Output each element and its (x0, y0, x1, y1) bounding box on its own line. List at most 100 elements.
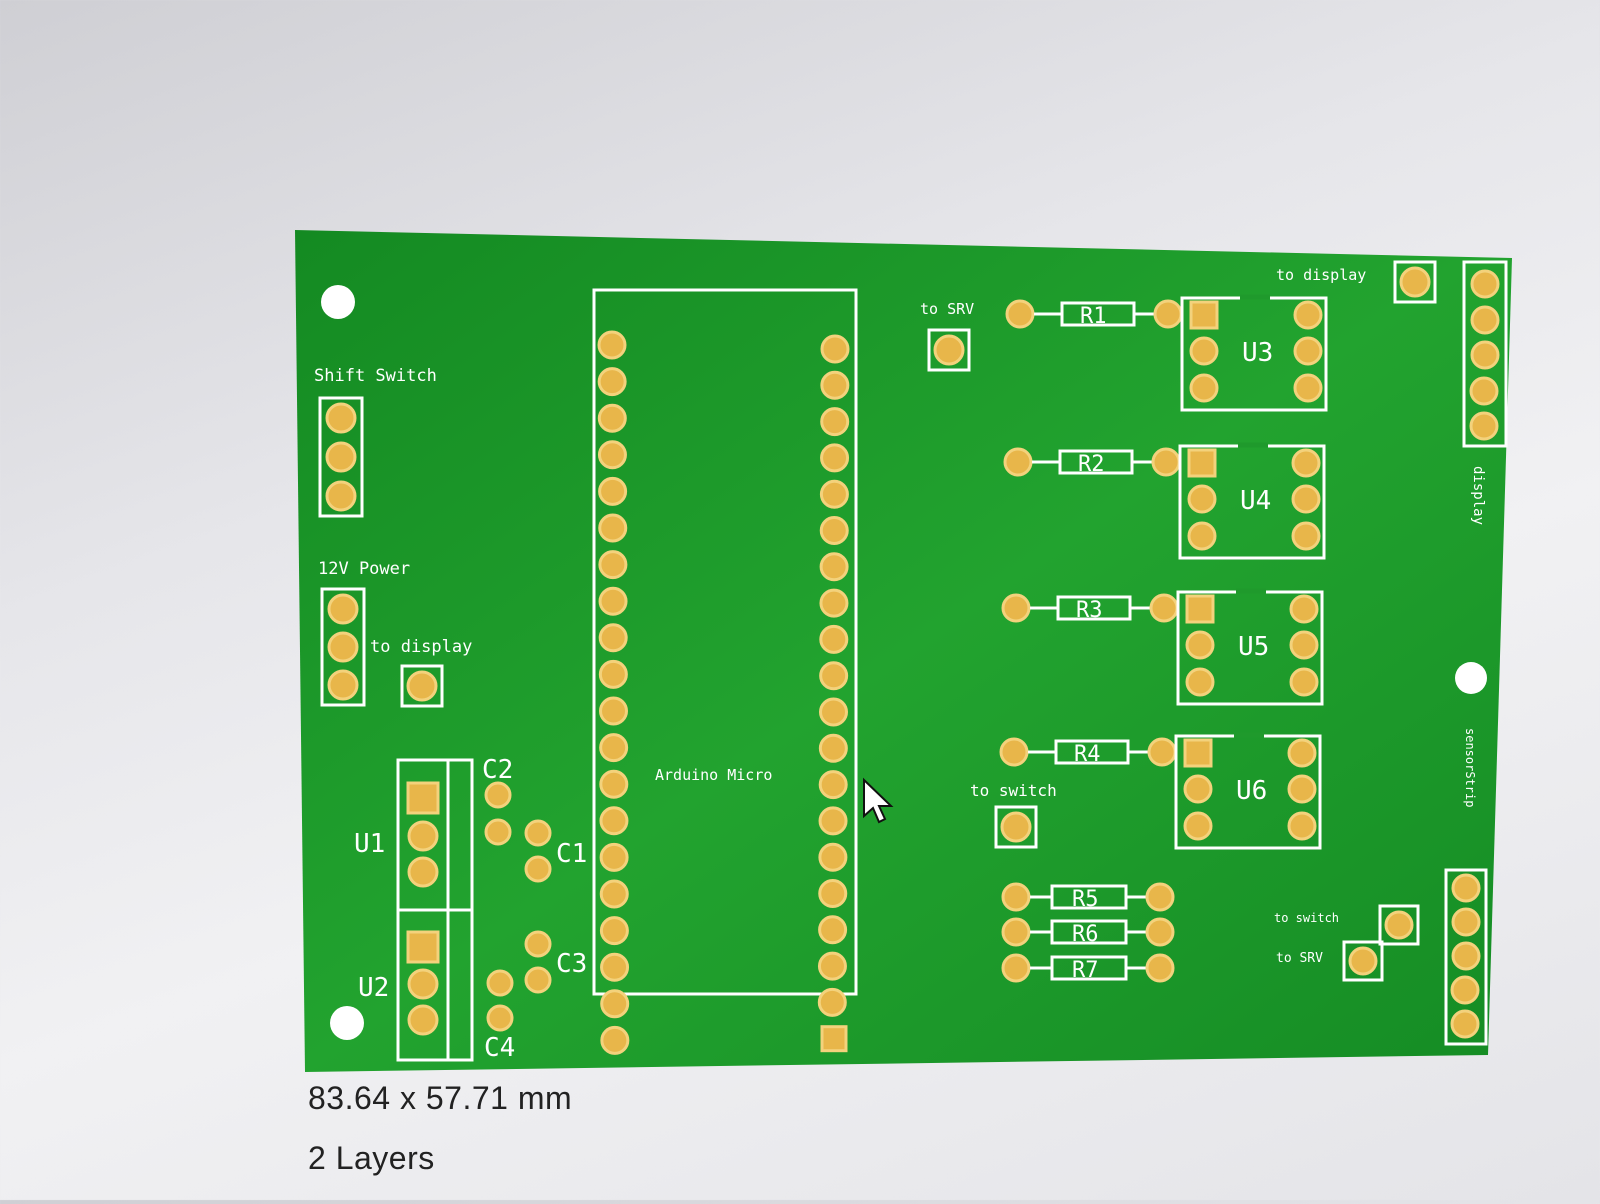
arduino-pin (598, 476, 628, 506)
chip-refdes: U5 (1238, 632, 1269, 662)
to-srv-top-outline (927, 328, 971, 372)
resistor: R5 (1001, 882, 1175, 912)
to-display-left-outline (400, 664, 444, 708)
arduino-pin (597, 330, 627, 360)
arduino-left-pins (597, 330, 630, 1055)
arduino-pin (597, 403, 627, 433)
arduino-pin (599, 696, 628, 726)
resistor-refdes: R5 (1072, 887, 1099, 912)
u1-pads (406, 781, 440, 888)
c1-pads (524, 819, 552, 883)
c4-refdes: C4 (484, 1033, 515, 1063)
resistor-refdes: R6 (1072, 922, 1099, 947)
arduino-pin (819, 552, 849, 582)
chip-refdes: U4 (1240, 486, 1271, 516)
arduino-pin (600, 1025, 630, 1055)
arduino-pin (599, 842, 629, 872)
arduino-pin (819, 479, 849, 509)
arduino-pin (817, 987, 847, 1017)
board-layers: 2 Layers (308, 1140, 435, 1176)
arduino-pin (600, 952, 630, 982)
to-srv-right-pad (1348, 946, 1378, 976)
arduino-outline (592, 288, 858, 996)
to-display-left-pad (406, 670, 438, 702)
resistor-refdes: R2 (1078, 452, 1105, 477)
to-switch-right-label: to switch (1274, 911, 1339, 925)
c4-pads (486, 969, 514, 1032)
to-display-left-label: to display (370, 637, 472, 657)
arduino-right-pins (817, 334, 850, 1053)
arduino-pin (820, 370, 850, 400)
pcb-substrate (295, 230, 1512, 1072)
arduino-pin (599, 879, 629, 909)
arduino-pin (818, 733, 848, 763)
lower-connector-pads (1450, 873, 1481, 1039)
lower-connector-outline (1444, 868, 1488, 1046)
arduino-pin (820, 407, 850, 437)
resistor-refdes: R1 (1080, 304, 1107, 329)
arduino-pin (597, 440, 627, 470)
shift-switch-outline (318, 396, 364, 518)
arduino-pin (819, 624, 849, 654)
arduino-pin (599, 733, 629, 763)
arduino-pin (598, 623, 628, 653)
to-switch-right-pad (1384, 910, 1414, 940)
c2-refdes: C2 (482, 755, 513, 785)
u2-refdes: U2 (358, 973, 389, 1003)
arduino-pin (819, 588, 849, 618)
arduino-pin (819, 697, 848, 727)
arduino-pin (598, 659, 628, 689)
c3-refdes: C3 (556, 949, 587, 979)
to-switch-mid-pad (1000, 811, 1032, 843)
arduino-pin (819, 661, 849, 691)
to-switch-mid-label: to switch (970, 781, 1057, 800)
resistor: R7 (1001, 953, 1175, 983)
to-display-top-pad (1399, 266, 1431, 298)
to-srv-right-outline (1342, 940, 1384, 982)
display-vertical-label: display (1470, 466, 1486, 525)
to-srv-top-pad (933, 334, 965, 366)
resistor-refdes: R7 (1072, 958, 1099, 983)
c2-pads (484, 781, 512, 846)
arduino-pin (599, 769, 629, 799)
to-srv-top-label: to SRV (920, 300, 974, 318)
u1-refdes: U1 (354, 829, 385, 859)
mounting-hole (321, 285, 355, 319)
mouse-pointer-icon (863, 777, 894, 824)
chip-refdes: U6 (1236, 776, 1267, 806)
arduino-pin (599, 916, 629, 946)
arduino-label: Arduino Micro (655, 766, 772, 784)
arduino-pin (598, 586, 628, 616)
to-srv-right-label: to SRV (1276, 951, 1323, 966)
resistor-refdes: R4 (1074, 742, 1101, 767)
arduino-pin (598, 550, 628, 580)
arduino-pin (817, 951, 847, 981)
power-header-pads (327, 593, 359, 701)
arduino-pin (818, 770, 848, 800)
power-header-outline (320, 587, 366, 707)
shift-switch-label: Shift Switch (314, 366, 437, 386)
shift-switch-pads (325, 402, 357, 512)
arduino-pin (820, 1025, 848, 1053)
mounting-hole (330, 1006, 364, 1040)
u2-pads (406, 930, 440, 1036)
power-12v-label: 12V Power (318, 559, 410, 579)
arduino-pin (818, 806, 848, 836)
connector-vertical-label: sensorStrip (1463, 728, 1477, 807)
arduino-pin (599, 806, 629, 836)
resistor: R6 (1001, 917, 1175, 947)
c3-pads (524, 930, 552, 994)
to-display-top-outline (1393, 260, 1437, 304)
arduino-pin (819, 516, 849, 545)
mounting-hole (1455, 662, 1487, 694)
to-display-top-label: to display (1276, 266, 1366, 284)
arduino-pin (820, 443, 850, 473)
chip-refdes: U3 (1242, 338, 1273, 368)
